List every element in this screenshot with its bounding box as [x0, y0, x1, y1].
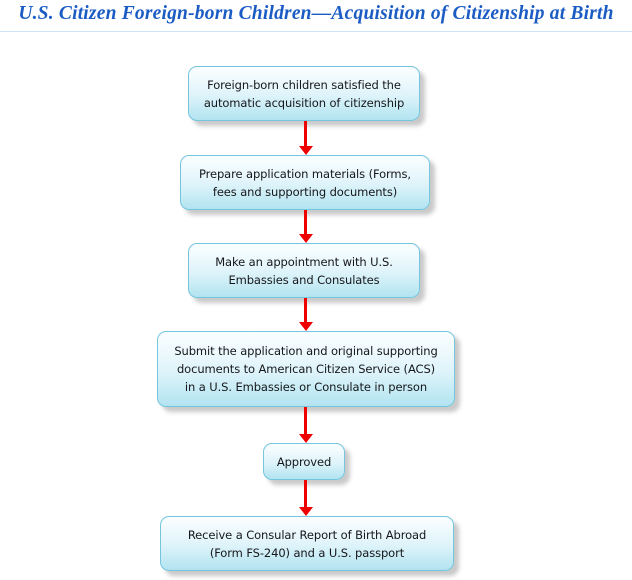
flow-node-prepare-materials-line-2: fees and supporting documents): [212, 184, 398, 199]
arrow-shaft-icon: [304, 121, 307, 146]
flow-node-approved-text: Approved: [274, 453, 334, 471]
arrow-head-icon: [299, 146, 313, 155]
flow-node-receive-documents-line-2: (Form FS-240) and a U.S. passport: [209, 545, 405, 560]
arrow-head-icon: [299, 322, 313, 331]
flow-arrow-prepare-to-appointment: [299, 210, 313, 243]
flow-node-approved-line-1: Approved: [276, 454, 332, 469]
arrow-head-icon: [299, 434, 313, 443]
arrow-head-icon: [299, 234, 313, 243]
flow-node-eligibility-line-1: Foreign-born children satisfied the: [207, 77, 401, 92]
flow-arrow-submit-to-approved: [299, 407, 313, 443]
flow-node-eligibility-line-2: automatic acquisition of citizenship: [203, 95, 405, 110]
flow-node-make-appointment[interactable]: Make an appointment with U.S. Embassies …: [188, 243, 420, 298]
flow-node-make-appointment-line-1: Make an appointment with U.S.: [215, 254, 393, 269]
flow-node-eligibility[interactable]: Foreign-born children satisfied the auto…: [188, 66, 420, 121]
page-title: U.S. Citizen Foreign-born Children—Acqui…: [18, 3, 614, 24]
flow-node-submit-application-text: Submit the application and original supp…: [168, 342, 444, 396]
flow-arrow-appointment-to-submit: [299, 298, 313, 331]
flow-node-receive-documents[interactable]: Receive a Consular Report of Birth Abroa…: [160, 516, 454, 571]
flow-arrow-approved-to-receive: [299, 480, 313, 516]
arrow-shaft-icon: [304, 210, 307, 234]
flow-node-submit-application-line-1: Submit the application and original supp…: [174, 344, 438, 358]
flow-node-submit-application-line-3: in a U.S. Embassies or Consulate in pers…: [184, 380, 428, 394]
flow-node-receive-documents-text: Receive a Consular Report of Birth Abroa…: [171, 526, 443, 562]
flow-node-make-appointment-line-2: Embassies and Consulates: [228, 272, 380, 287]
arrow-shaft-icon: [304, 407, 307, 434]
title-divider: [0, 31, 632, 32]
flow-node-receive-documents-line-1: Receive a Consular Report of Birth Abroa…: [187, 527, 427, 542]
flow-node-approved[interactable]: Approved: [263, 443, 345, 480]
flow-node-submit-application[interactable]: Submit the application and original supp…: [157, 331, 455, 407]
flow-node-submit-application-line-2: documents to American Citizen Service (A…: [176, 362, 436, 376]
arrow-shaft-icon: [304, 298, 307, 322]
arrow-shaft-icon: [304, 480, 307, 507]
flow-node-prepare-materials[interactable]: Prepare application materials (Forms, fe…: [180, 155, 430, 210]
flow-node-eligibility-text: Foreign-born children satisfied the auto…: [199, 76, 409, 112]
flow-node-make-appointment-text: Make an appointment with U.S. Embassies …: [199, 253, 409, 289]
flow-node-prepare-materials-line-1: Prepare application materials (Forms,: [199, 166, 411, 181]
flow-arrow-eligibility-to-prepare: [299, 121, 313, 155]
arrow-head-icon: [299, 507, 313, 516]
flow-node-prepare-materials-text: Prepare application materials (Forms, fe…: [191, 165, 419, 201]
